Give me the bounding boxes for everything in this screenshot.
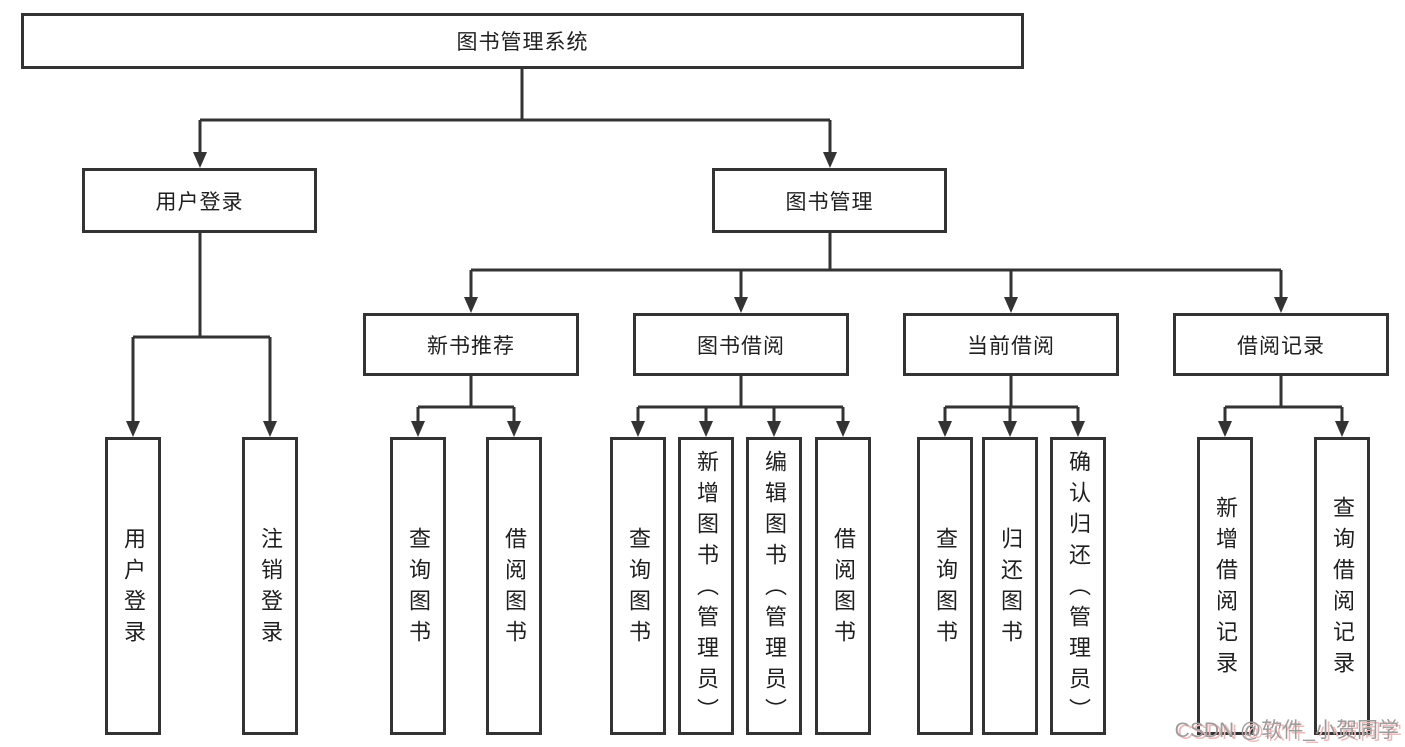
leaf-add-books-admin: 新增图书（管理员） bbox=[678, 437, 734, 735]
leaf-logout: 注销登录 bbox=[242, 437, 298, 735]
leaf-query-books-recommend: 查询图书 bbox=[390, 437, 446, 735]
csdn-watermark: CSDN @软件_小贺同学 bbox=[1174, 719, 1399, 742]
leaf-query-books-current: 查询图书 bbox=[917, 437, 973, 735]
node-label: 新增借阅记录 bbox=[1213, 496, 1238, 682]
node-label: 新书推荐 bbox=[427, 334, 515, 358]
node-user-login: 用户登录 bbox=[82, 168, 317, 233]
node-label: 借阅记录 bbox=[1237, 334, 1325, 358]
node-label: 查询借阅记录 bbox=[1330, 496, 1355, 682]
node-label: 用户登录 bbox=[121, 527, 146, 651]
leaf-user-login: 用户登录 bbox=[105, 437, 161, 735]
node-book-borrowing: 图书借阅 bbox=[633, 313, 849, 376]
leaf-confirm-return-admin: 确认归还（管理员） bbox=[1050, 437, 1106, 735]
node-current-borrowing: 当前借阅 bbox=[903, 313, 1119, 376]
node-label: 新增图书（管理员） bbox=[694, 449, 719, 729]
node-new-book-recommendation: 新书推荐 bbox=[363, 313, 579, 376]
node-label: 查询图书 bbox=[406, 527, 431, 651]
node-label: 当前借阅 bbox=[967, 334, 1055, 358]
node-label: 注销登录 bbox=[258, 527, 283, 651]
node-book-management: 图书管理 bbox=[712, 168, 947, 233]
node-label: 归还图书 bbox=[998, 527, 1023, 651]
leaf-borrow-books-recommend: 借阅图书 bbox=[486, 437, 542, 735]
leaf-edit-books-admin: 编辑图书（管理员） bbox=[746, 437, 802, 735]
node-label: 图书管理系统 bbox=[456, 31, 589, 54]
node-label: 借阅图书 bbox=[502, 527, 527, 651]
leaf-borrow-books: 借阅图书 bbox=[815, 437, 871, 735]
node-label: 图书管理 bbox=[785, 190, 874, 214]
arrowheads bbox=[126, 152, 1349, 437]
node-label: 借阅图书 bbox=[831, 527, 856, 651]
node-label: 图书借阅 bbox=[697, 334, 785, 358]
node-label: 查询图书 bbox=[933, 527, 958, 651]
node-library-management-system: 图书管理系统 bbox=[21, 13, 1024, 69]
leaf-query-borrow-record: 查询借阅记录 bbox=[1314, 437, 1370, 735]
node-label: 查询图书 bbox=[626, 527, 651, 651]
leaf-query-books-borrow: 查询图书 bbox=[610, 437, 666, 735]
leaf-return-books: 归还图书 bbox=[982, 437, 1038, 735]
leaf-add-borrow-record: 新增借阅记录 bbox=[1197, 437, 1253, 735]
node-label: 编辑图书（管理员） bbox=[762, 449, 787, 729]
node-label: 用户登录 bbox=[155, 190, 244, 214]
node-borrowing-records: 借阅记录 bbox=[1173, 313, 1389, 376]
node-label: 确认归还（管理员） bbox=[1066, 449, 1091, 729]
